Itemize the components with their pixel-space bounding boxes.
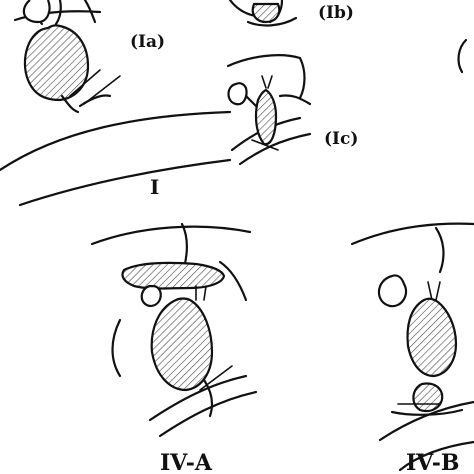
label-type-iva: IV-A [160,450,213,474]
label-type-ivb: IV-B [406,450,460,474]
panel-ia-drawing [0,0,232,207]
panel-ivb-drawing [350,222,474,472]
label-ia: (Ia) [130,32,165,52]
label-ib: (Ib) [318,3,354,23]
label-type-i: I [150,175,159,199]
panel-ib-drawing [228,0,298,27]
panel-right-stub [457,38,468,74]
panel-ic-drawing [226,54,312,166]
label-ic: (Ic) [324,129,358,149]
panel-iva-drawing [90,222,258,438]
